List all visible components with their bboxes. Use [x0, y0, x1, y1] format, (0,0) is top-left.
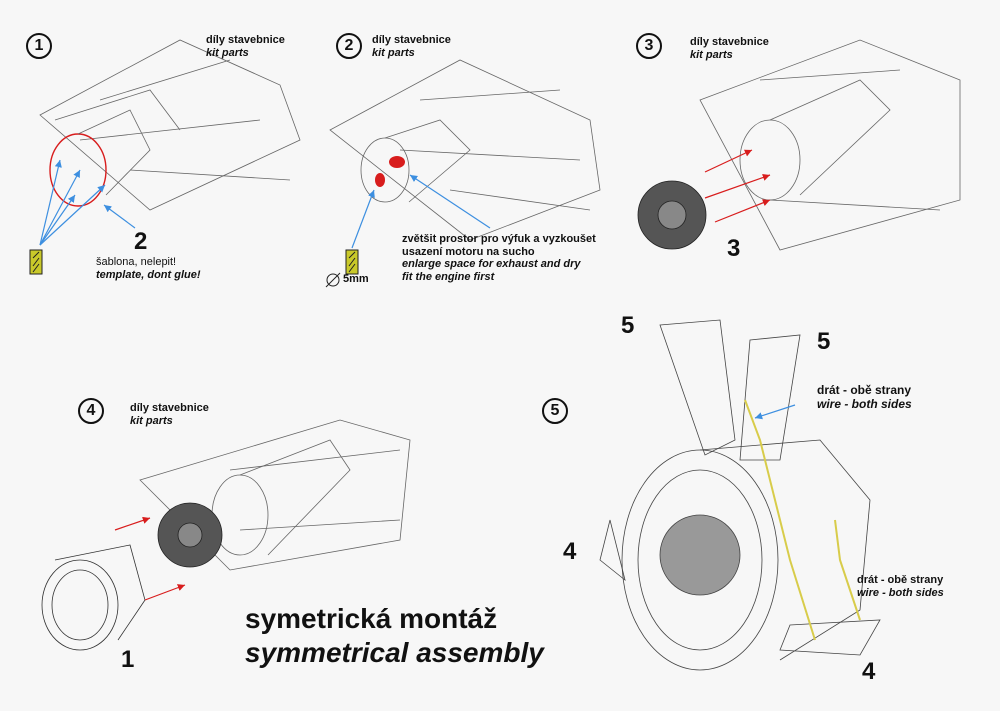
kit-parts-label: díly stavebnice kit parts: [372, 34, 451, 59]
step-number-5: 5: [542, 398, 568, 424]
step1-nacelle: [49, 109, 151, 207]
step4-cowling: [41, 544, 146, 651]
step2-wing-drawing: [329, 59, 601, 241]
drill-size: 5mm: [343, 273, 369, 285]
step-number-2: 2: [336, 33, 362, 59]
template-note-cz: šablona, nelepit!: [96, 256, 177, 268]
step3-nacelle: [739, 79, 891, 201]
wire-note-en: wire - both sides: [857, 586, 944, 599]
step-number-3: 3: [636, 33, 662, 59]
kit-parts-cz: díly stavebnice: [372, 34, 451, 46]
step3-engine: [637, 180, 707, 250]
title-cz: symetrická montáž: [245, 603, 498, 634]
template-note-en: template, dont glue!: [96, 268, 201, 281]
part-label-5: 5: [621, 312, 635, 339]
red-arrows: [114, 149, 771, 601]
part-label: 2: [134, 228, 148, 255]
wire-note-en: wire - both sides: [817, 396, 912, 411]
drill-bit-icon: [29, 249, 43, 275]
kit-parts-label: díly stavebnice kit parts: [130, 402, 209, 427]
kit-parts-cz: díly stavebnice: [130, 402, 209, 414]
exhaust-note: zvětšit prostor pro výfuk a vyzkoušet us…: [402, 233, 596, 284]
kit-parts-cz: díly stavebnice: [690, 36, 769, 48]
kit-parts-en: kit parts: [690, 48, 733, 61]
kit-parts-en: kit parts: [130, 414, 173, 427]
template-note: šablona, nelepit! template, dont glue!: [96, 256, 201, 281]
part-label: 1: [121, 646, 135, 673]
diameter-icon: [325, 272, 341, 288]
blue-arrows: [39, 159, 796, 420]
kit-parts-label: díly stavebnice kit parts: [206, 34, 285, 59]
exhaust-note-en-1: enlarge space for exhaust and dry: [402, 258, 581, 271]
exhaust-note-cz-2: usazení motoru na sucho: [402, 245, 535, 258]
wire-note: drát - obě strany wire - both sides: [857, 574, 944, 599]
wire-note-cz: drát - obě strany: [857, 574, 944, 586]
kit-parts-cz: díly stavebnice: [206, 34, 285, 46]
step-number-1: 1: [26, 33, 52, 59]
exhaust-note-cz-1: zvětšit prostor pro výfuk a vyzkoušet: [402, 233, 596, 245]
step3-wing-drawing: [699, 39, 961, 251]
drill-bit-icon: [345, 249, 359, 275]
part-label-5: 5: [817, 328, 831, 355]
step5-assembly: [599, 319, 881, 671]
part-label-4: 4: [563, 538, 577, 565]
kit-parts-en: kit parts: [206, 46, 249, 59]
exhaust-note-en-2: fit the engine first: [402, 270, 495, 283]
step4-engine: [157, 502, 223, 568]
step1-wing-drawing: [39, 39, 301, 211]
wire-lines: [744, 399, 861, 641]
part-label-4: 4: [862, 658, 876, 685]
kit-parts-en: kit parts: [372, 46, 415, 59]
part-label: 3: [727, 235, 741, 262]
step2-nacelle: [360, 119, 471, 203]
step4-nacelle: [211, 439, 351, 556]
title-en: symmetrical assembly: [245, 637, 544, 668]
wire-note-cz: drát - obě strany: [817, 383, 912, 397]
kit-parts-label: díly stavebnice kit parts: [690, 36, 769, 61]
step-number-4: 4: [78, 398, 104, 424]
wire-note: drát - obě strany wire - both sides: [817, 383, 912, 412]
exhaust-highlight: [375, 156, 405, 187]
